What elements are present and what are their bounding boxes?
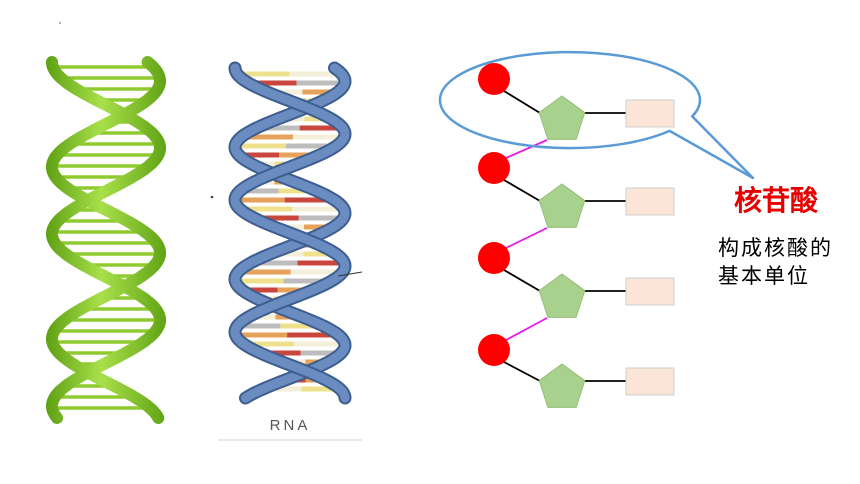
phosphate-group-circle — [478, 63, 510, 95]
phosphate-sugar-bond — [503, 361, 541, 382]
phosphate-group-circle — [478, 242, 510, 274]
phosphate-sugar-bond — [503, 90, 541, 114]
phosphate-group-circle — [478, 334, 510, 366]
dna-strand-front — [46, 56, 166, 424]
nitrogenous-base-rectangle — [625, 277, 675, 306]
phosphate-sugar-bond — [503, 269, 541, 292]
pointer-line — [337, 271, 363, 277]
phosphate-sugar-bond — [503, 179, 541, 202]
phosphodiester-link — [505, 317, 548, 341]
nucleotide-callout-outline — [438, 50, 755, 180]
nucleotide-chain-diagram — [478, 63, 675, 408]
rna-helix-image: RNA — [218, 61, 363, 441]
callout-description-line-1: 构成核酸的 — [718, 236, 833, 260]
phosphodiester-link — [505, 227, 548, 249]
rna-strand-front — [230, 63, 350, 403]
nitrogenous-base-rectangle — [625, 187, 675, 216]
pentose-sugar-pentagon — [538, 273, 586, 318]
pentose-sugar-pentagon — [538, 183, 586, 228]
pentose-sugar-pentagon — [538, 95, 586, 140]
phosphate-group-circle — [478, 152, 510, 184]
stray-speck — [59, 22, 61, 24]
callout-title: 核苷酸 — [734, 184, 819, 217]
phosphodiester-link — [505, 139, 548, 159]
callout-description-line-2: 基本单位 — [718, 264, 810, 288]
dna-strand-back — [46, 56, 166, 424]
stray-speck — [210, 195, 214, 199]
rna-label: RNA — [270, 417, 311, 434]
pentose-sugar-pentagon — [538, 363, 586, 408]
nitrogenous-base-rectangle — [625, 99, 675, 128]
dna-double-helix-image — [46, 56, 166, 424]
nitrogenous-base-rectangle — [625, 367, 675, 396]
rna-strand-back — [230, 63, 350, 403]
